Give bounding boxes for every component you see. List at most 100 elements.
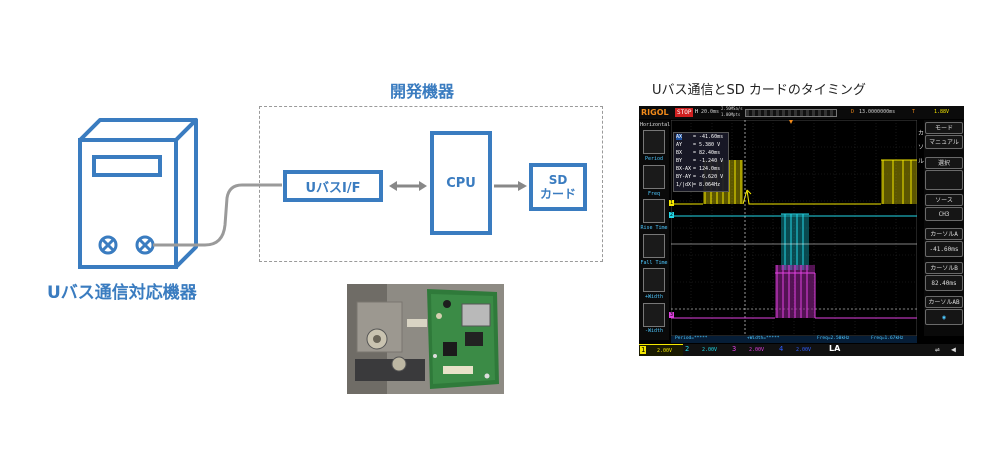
ch2-marker: 2	[669, 212, 675, 218]
la-tab[interactable]: LA	[829, 344, 841, 353]
measure-row-label: BX-AX	[676, 166, 692, 172]
left-menu-item: -Width	[644, 328, 664, 334]
measure-row-value: = 8.064Hz	[693, 182, 721, 188]
source-value[interactable]: CH3	[925, 207, 963, 221]
mode-value[interactable]: マニュアル	[925, 135, 963, 149]
freq-icon[interactable]	[643, 165, 665, 189]
measure-row-label: 1/|dX|	[676, 182, 695, 188]
cursor-a-value[interactable]: -41.60ms	[925, 241, 963, 257]
ch3-num: 3	[732, 345, 737, 353]
cursor-lines	[671, 120, 917, 336]
measure-row-label: AX	[676, 134, 683, 140]
ubus-if-box: UバスI/F	[283, 170, 383, 202]
cursor-a-button[interactable]: カーソルA	[925, 228, 963, 240]
ch2-scale: 2.00V	[702, 347, 718, 353]
scope-stop-badge[interactable]: STOP	[675, 108, 694, 117]
right-arrow-icon	[494, 181, 527, 191]
side-mark: カ	[918, 130, 925, 137]
usb-icon: ⇌	[935, 345, 940, 354]
ch3-scale: 2.00V	[749, 347, 765, 353]
ch4-tab[interactable]: 4 2.00V	[778, 344, 822, 356]
cpu-box: CPU	[430, 131, 492, 235]
device-knob-left-icon	[98, 235, 118, 255]
select-value[interactable]	[925, 170, 963, 190]
trigger-position-marker	[789, 120, 793, 124]
ch2-num: 2	[685, 345, 690, 353]
measure-row-label: BY	[676, 158, 683, 164]
measure-row-value: = -6.620 V	[693, 174, 724, 180]
ch1-num: 1	[640, 346, 647, 354]
device-label: Uバス通信対応機器	[47, 283, 197, 303]
status-period: Period=*****	[675, 336, 708, 341]
left-menu-item: Period	[644, 156, 664, 162]
side-mark: ル	[918, 158, 925, 165]
left-menu-item: Freq	[647, 191, 661, 197]
side-mark: ソ	[918, 144, 925, 151]
scope-channel-bar	[639, 344, 964, 356]
fall-time-icon[interactable]	[643, 234, 665, 258]
ch4-num: 4	[779, 345, 784, 353]
board-photo-drawing	[347, 284, 504, 394]
plus-width-icon[interactable]	[643, 268, 665, 292]
scope-sample-rate: 2.50MSa/s	[721, 106, 743, 111]
device-knob-right-icon	[135, 235, 155, 255]
ch4-scale: 2.00V	[796, 347, 812, 353]
ch1-marker: 1	[669, 200, 675, 206]
cursor-ab-button[interactable]: カーソルAB	[925, 296, 963, 308]
measure-row-label: BY-AY	[676, 174, 692, 180]
sd-card-label-line2: カード	[539, 187, 576, 201]
measure-row-label: BX	[676, 150, 683, 156]
speaker-icon: ◀	[951, 345, 956, 354]
scope-trig-level: 1.88V	[934, 109, 950, 115]
rise-time-icon[interactable]	[643, 199, 665, 223]
measure-row-value: = -41.60ms	[693, 134, 724, 140]
sd-card-box: SD カード	[529, 163, 587, 211]
scope-trig-label: T	[912, 109, 916, 115]
source-button[interactable]: ソース	[925, 194, 963, 206]
scope-mem-depth: 1.00Mpts	[721, 112, 741, 117]
dev-equipment-title: 開発機器	[390, 82, 455, 101]
cpu-label: CPU	[446, 175, 476, 191]
sd-card-label-line1: SD	[548, 173, 568, 187]
left-menu-item: Fall Time	[640, 260, 668, 266]
ubus-if-label: UバスI/F	[305, 180, 361, 196]
scope-left-menu-title: Horizontal	[640, 122, 671, 128]
device-display	[92, 155, 162, 177]
scope-h-label: H	[695, 109, 699, 115]
period-icon[interactable]	[643, 130, 665, 154]
ch3-tab[interactable]: 3 2.00V	[731, 344, 775, 356]
scope-brand: RIGOL	[641, 108, 669, 117]
bidirectional-arrow-icon	[389, 181, 427, 191]
scope-d-label: D	[851, 109, 855, 115]
scope-bottom-status	[671, 336, 917, 343]
oscilloscope-screenshot: RIGOL STOP H 20.0ms 2.50MSa/s 1.00Mpts D…	[639, 106, 964, 356]
mode-button[interactable]: モード	[925, 122, 963, 134]
ch1-scale: 2.00V	[657, 348, 673, 354]
status-width: +Width=*****	[747, 336, 780, 341]
measure-row-value: = -1.240 V	[693, 158, 724, 164]
select-button[interactable]: 選択	[925, 157, 963, 169]
ch2-trace	[671, 213, 917, 270]
ch1-tab[interactable]: 1 2.00V	[639, 344, 683, 356]
measure-row-value: = 124.0ms	[693, 166, 721, 172]
cursor-measure-panel	[673, 132, 729, 192]
measure-row-value: = 82.40ms	[693, 150, 721, 156]
minus-width-icon[interactable]	[643, 303, 665, 327]
cursor-b-button[interactable]: カーソルB	[925, 262, 963, 274]
device-drawing	[78, 118, 527, 269]
scope-memory-bar	[745, 109, 837, 117]
status-freq1: Freq=2.50kHz	[817, 336, 850, 341]
cursor-b-value[interactable]: 82.40ms	[925, 275, 963, 291]
cursor-ab-knob-icon[interactable]: ◉	[925, 309, 963, 325]
ch2-tab[interactable]: 2 2.00V	[684, 344, 728, 356]
left-menu-item: Rise Time	[640, 225, 668, 231]
scope-caption: Uバス通信とSD カードのタイミング	[652, 83, 866, 98]
measure-row-label: AY	[676, 142, 683, 148]
dev-equipment-frame	[259, 106, 603, 262]
ubus-cable	[153, 183, 282, 247]
ch3-marker: 3	[669, 312, 675, 318]
ch3-trace	[671, 265, 917, 319]
left-menu-item: +Width	[644, 294, 664, 300]
measure-row-value: = 5.380 V	[693, 142, 721, 148]
scope-delay: 13.0000000ms	[859, 109, 896, 115]
